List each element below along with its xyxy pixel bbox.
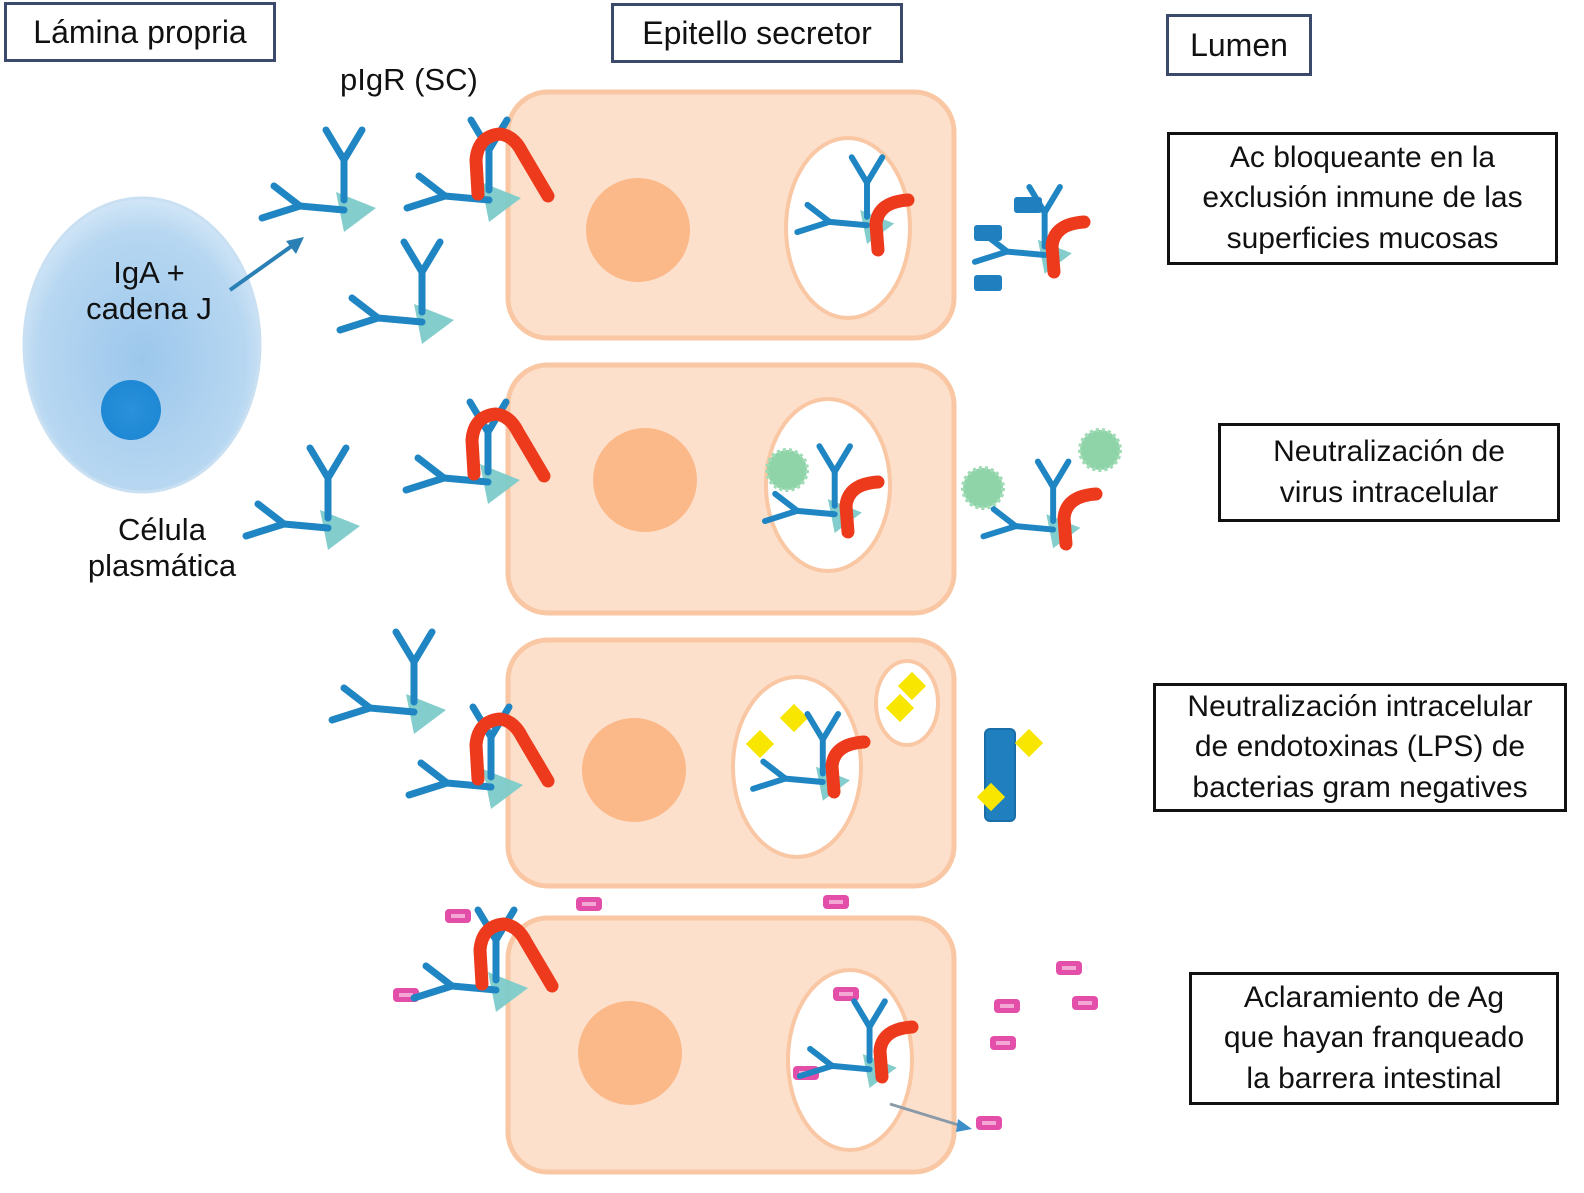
cell-nucleus-4 [578, 1001, 682, 1105]
row4-molecules [393, 895, 1098, 1132]
cell-nucleus-2 [593, 428, 697, 532]
antigen-icon [994, 999, 1020, 1013]
antigen-export-arrow [889, 1102, 972, 1132]
header-lamina-propria-text: Lámina propria [33, 13, 247, 50]
plasma-cell-line-1: Célula [118, 512, 206, 547]
antigen-icon [990, 1036, 1016, 1050]
antigen-icon [1072, 996, 1098, 1010]
secretion-arrow [228, 237, 304, 292]
header-epitelio-text: Epitello secretor [642, 14, 872, 51]
epithelial-cells [505, 89, 957, 1175]
vesicle-4 [786, 968, 914, 1152]
function-line: superficies mucosas [1226, 221, 1499, 255]
cell-nucleus-1 [586, 178, 690, 282]
header-lumen: Lumen [1166, 14, 1312, 76]
virus-icon [961, 466, 1005, 510]
iga-dimer [246, 448, 360, 550]
function-line: Aclaramiento de Ag [1243, 980, 1505, 1014]
plasma-cell-line-2: plasmática [87, 547, 237, 583]
function-line: exclusión inmune de las [1202, 181, 1523, 215]
function-line: que hayan franqueado [1223, 1021, 1525, 1055]
vesicle-1 [784, 136, 912, 320]
function-line: virus intracelular [1279, 475, 1499, 509]
function-box-antigen-clearance: Aclaramiento de Ag que hayan franqueado … [1189, 972, 1559, 1105]
antigen-icon [445, 909, 471, 923]
plasma-content-line-2: cadena J [86, 290, 212, 326]
function-line: Ac bloqueante en la [1229, 140, 1496, 174]
antigen-icon [823, 895, 849, 909]
vesicle-3 [731, 675, 863, 859]
function-box-lps-neutralization: Neutralización intracelular de endotoxin… [1153, 683, 1567, 812]
plasma-content-line-1: IgA + [113, 255, 185, 290]
plasma-cell-label: Célula plasmática [62, 512, 262, 583]
header-lamina-propria: Lámina propria [4, 2, 276, 62]
row3-molecules [332, 632, 1044, 822]
iga-dimer [262, 130, 376, 232]
function-line: de endotoxinas (LPS) de [1194, 730, 1526, 764]
row1-molecules [262, 120, 1084, 344]
function-line: Neutralización de [1273, 435, 1505, 468]
receptor-label: pIgR (SC) [340, 62, 478, 97]
function-line: bacterias gram negatives [1192, 770, 1528, 804]
vesicle-2 [764, 397, 892, 573]
function-line: la barrera intestinal [1246, 1061, 1502, 1095]
function-box-virus-neutralization: Neutralización de virus intracelular [1218, 423, 1560, 522]
function-line: Neutralización intracelular [1187, 689, 1533, 723]
header-lumen-text: Lumen [1190, 26, 1288, 63]
plasma-content-label: IgA + cadena J [70, 255, 228, 326]
iga-dimer [340, 242, 454, 344]
plasma-cell-nucleus [101, 380, 161, 440]
iga-dimer [332, 632, 446, 734]
function-box-immune-exclusion: Ac bloqueante en la exclusión inmune de … [1167, 132, 1558, 265]
virus-icon [1078, 428, 1122, 472]
gram-negative-bacterium [976, 728, 1044, 822]
antigen-icon [576, 897, 602, 911]
virus-neutralized [961, 428, 1122, 548]
virus-icon [765, 448, 809, 492]
header-epitelio-secretor: Epitello secretor [611, 3, 903, 63]
siga-blocking [974, 187, 1084, 291]
antigen-icon [1056, 961, 1082, 975]
antigen-icon [976, 1116, 1002, 1130]
cell-nucleus-3 [582, 718, 686, 822]
plasma-cell [22, 196, 262, 494]
